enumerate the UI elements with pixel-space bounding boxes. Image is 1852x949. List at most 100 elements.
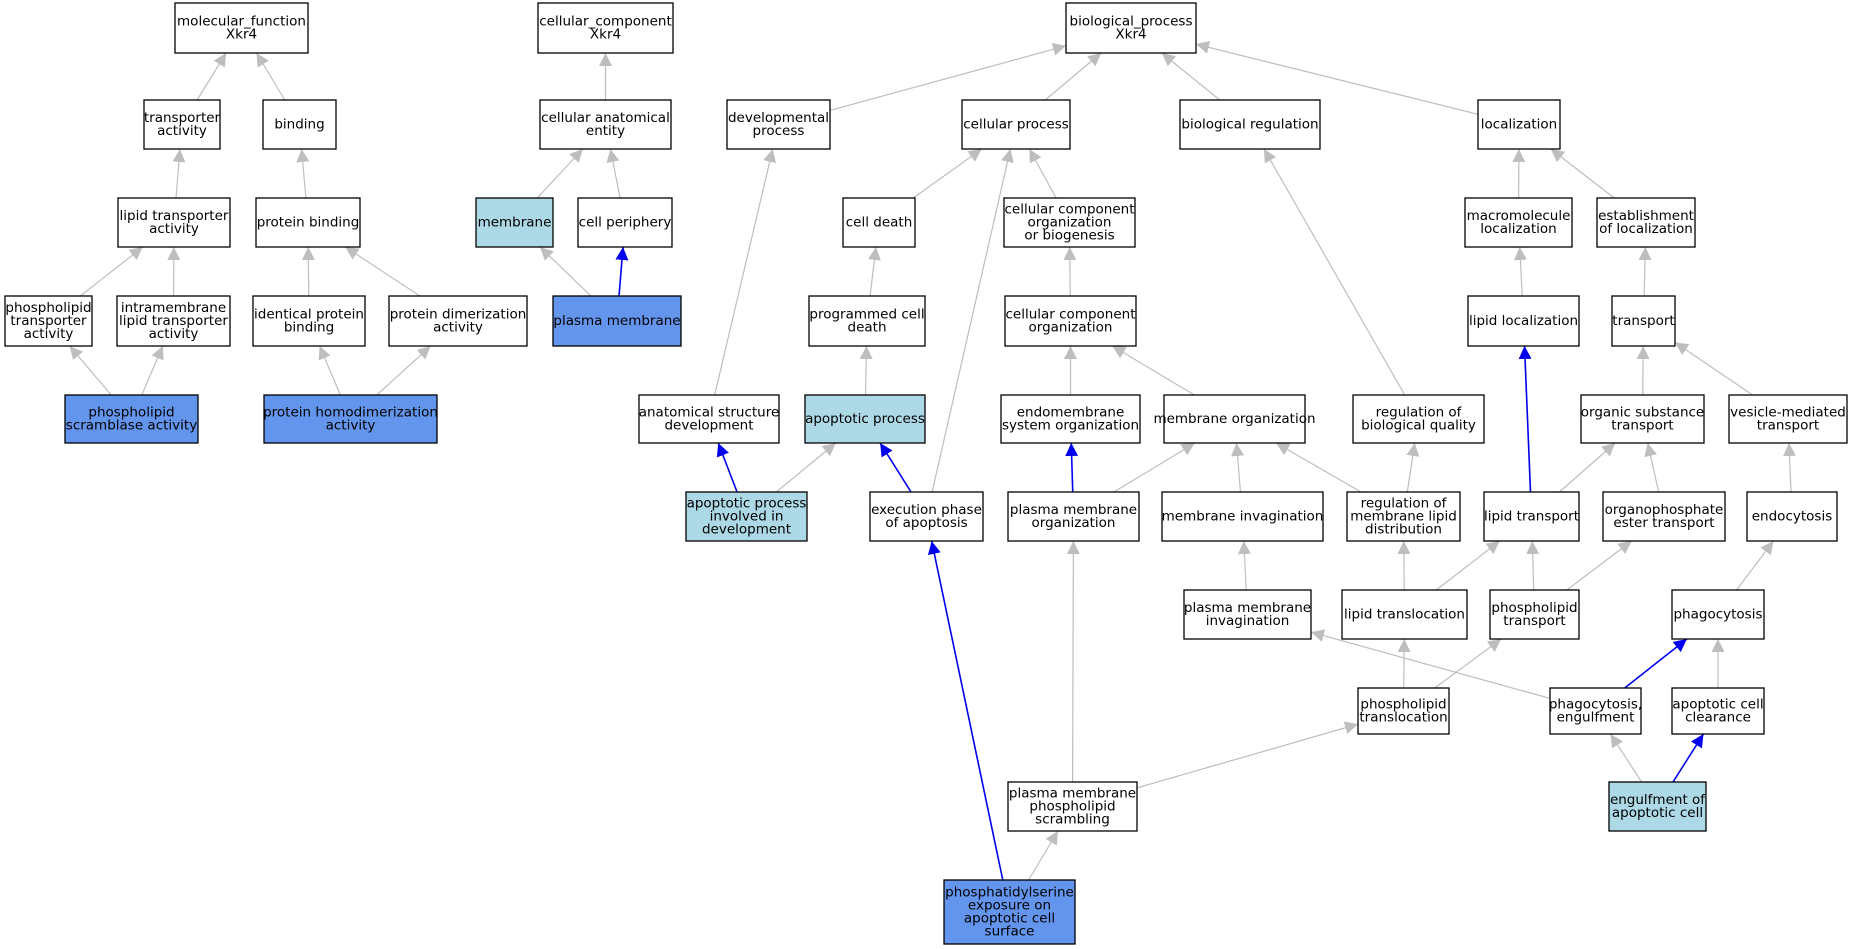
edge-transporter_activity-to-mf: [196, 52, 227, 101]
node-apoptotic-process[interactable]: apoptotic process: [804, 394, 926, 444]
node-label: entity: [586, 123, 625, 139]
edge-pm_phospholipid_scrambling-to-phospholipid_translocation: [1136, 721, 1359, 789]
node-box: [869, 491, 984, 542]
node-box: [808, 295, 926, 347]
node-box: [143, 99, 221, 150]
edge-localization-to-bp: [1195, 40, 1479, 115]
node-membrane-invagination[interactable]: membrane invagination: [1161, 491, 1324, 542]
node-lipid-localization[interactable]: lipid localization: [1467, 295, 1580, 347]
node-box: [262, 99, 337, 150]
edge-cellular_process-to-bp: [1044, 52, 1102, 101]
node-box: [1161, 491, 1324, 542]
edge-binding-to-mf: [256, 52, 286, 101]
node-label: translocation: [1359, 710, 1447, 726]
node-membrane[interactable]: membrane: [475, 197, 554, 248]
node-phagocytosis-engulfment[interactable]: phagocytosis,engulfment: [1549, 687, 1642, 735]
edge-endocytosis-to-vesicle_mediated_transport: [1783, 442, 1797, 493]
node-box: [117, 197, 231, 248]
node-box: [943, 879, 1076, 945]
node-cell-death[interactable]: cell death: [842, 197, 916, 248]
edge-programmed_cell_death-to-cell_death: [867, 246, 881, 297]
node-label: identical protein: [254, 307, 364, 323]
node-phagocytosis[interactable]: phagocytosis: [1671, 589, 1765, 640]
node-label: anatomical structure: [639, 405, 780, 421]
node-transport[interactable]: transport: [1611, 295, 1676, 347]
node-lipid-transport[interactable]: lipid transport: [1483, 491, 1580, 542]
node-membrane-organization[interactable]: membrane organization: [1153, 394, 1316, 444]
node-localization[interactable]: localization: [1477, 99, 1561, 150]
edge-lipid_transport-to-organic_substance_transport: [1558, 442, 1616, 493]
node-box: [1467, 295, 1580, 347]
node-box: [1179, 99, 1321, 150]
node-box: [804, 394, 926, 444]
node-label: activity: [24, 326, 74, 342]
node-label: organization: [1032, 515, 1116, 531]
node-endocytosis[interactable]: endocytosis: [1746, 491, 1838, 542]
node-label: transport: [1757, 418, 1819, 434]
node-label: cell periphery: [579, 215, 672, 231]
node-label: apoptotic cell: [1672, 697, 1763, 713]
node-box: [1464, 197, 1573, 248]
node-label: membrane organization: [1153, 411, 1315, 427]
node-biological-regulation[interactable]: biological regulation: [1179, 99, 1321, 150]
node-label: engulfment of: [1610, 792, 1706, 808]
node-cellular-process[interactable]: cellular process: [961, 99, 1071, 150]
node-lipid-translocation[interactable]: lipid translocation: [1341, 589, 1468, 640]
node-binding[interactable]: binding: [262, 99, 337, 150]
node-label: lipid transporter: [119, 313, 228, 329]
node-box: [4, 295, 93, 347]
node-label: apoptotic process: [687, 496, 807, 512]
node-label: Xkr4: [1115, 27, 1146, 43]
edge-phospholipid_transport-to-organophosphate_ester_transport: [1566, 540, 1632, 591]
node-label: vesicle-mediated: [1730, 405, 1846, 421]
node-label: organophosphate: [1605, 502, 1724, 518]
node-plasma-membrane[interactable]: plasma membrane: [552, 295, 682, 347]
node-label: phosphatidylserine: [945, 885, 1074, 901]
node-label: phagocytosis: [1673, 607, 1762, 623]
node-box: [1007, 491, 1140, 542]
node-label: apoptotic process: [805, 411, 925, 427]
node-label: scramblase activity: [66, 418, 197, 434]
node-protein-binding[interactable]: protein binding: [255, 197, 361, 248]
node-label: cellular process: [963, 117, 1069, 133]
node-cell-periphery[interactable]: cell periphery: [577, 197, 673, 248]
edge-phospholipid_transport-to-lipid_transport: [1526, 540, 1540, 591]
node-label: activity: [326, 418, 376, 434]
edge-phospholipid_translocation-to-phospholipid_transport: [1434, 638, 1502, 689]
